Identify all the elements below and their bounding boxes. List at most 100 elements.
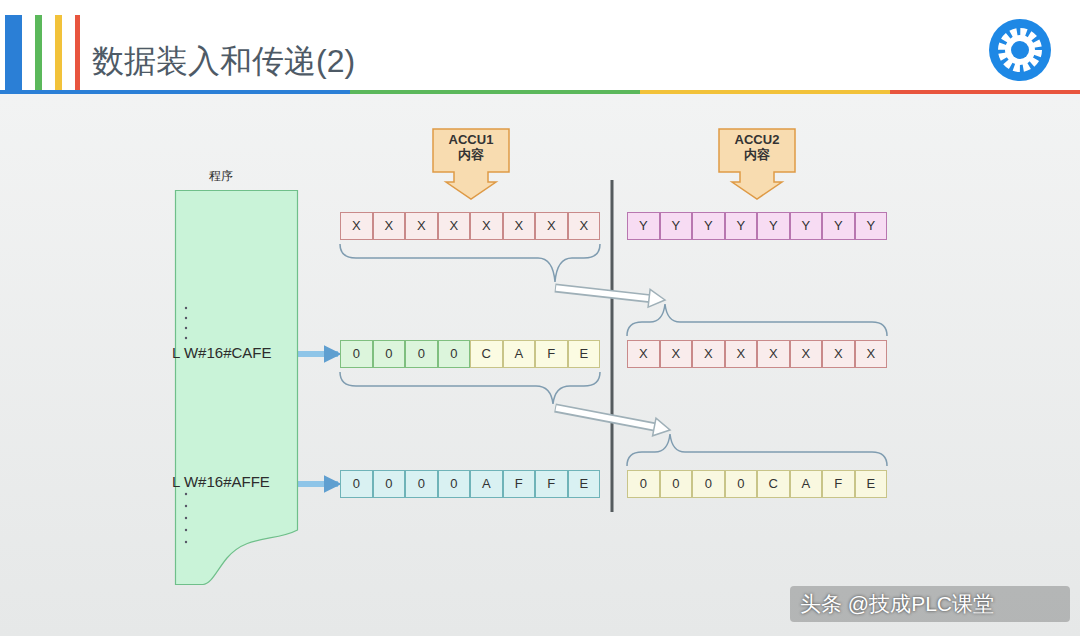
- cell-value: X: [536, 213, 567, 239]
- cell-value: X: [471, 213, 502, 239]
- cell-value: Y: [726, 213, 757, 239]
- cell-value: X: [856, 341, 887, 367]
- cell-value: X: [693, 341, 724, 367]
- register-cell: F: [503, 470, 536, 498]
- cell-value: X: [374, 213, 405, 239]
- register-cell: A: [790, 470, 823, 498]
- register-cell: F: [822, 470, 855, 498]
- register-cell: X: [503, 212, 536, 240]
- cell-value: A: [791, 471, 822, 497]
- register-cell: Y: [822, 212, 855, 240]
- register-cell: 0: [438, 340, 471, 368]
- header-bar: [75, 15, 80, 90]
- register-cell: E: [568, 340, 601, 368]
- cell-value: X: [758, 341, 789, 367]
- register-cell: X: [627, 340, 660, 368]
- cell-value: Y: [693, 213, 724, 239]
- register-cell: X: [725, 340, 758, 368]
- cell-value: F: [504, 471, 535, 497]
- register-cell: 0: [725, 470, 758, 498]
- register-cell: Y: [757, 212, 790, 240]
- accumulator-callout: ACCU2 内容: [718, 128, 796, 200]
- brace: [340, 244, 887, 466]
- register-cell: A: [503, 340, 536, 368]
- cell-value: F: [536, 471, 567, 497]
- instruction-text: L W#16#CAFE: [172, 344, 272, 361]
- cell-value: X: [569, 213, 600, 239]
- register-cell: X: [855, 340, 888, 368]
- program-block: 程序L W#16#CAFEL W#16#AFFE: [175, 190, 298, 585]
- cell-value: F: [536, 341, 567, 367]
- cell-value: 0: [661, 471, 692, 497]
- accumulator-callout: ACCU1 内容: [432, 128, 510, 200]
- cell-value: 0: [628, 471, 659, 497]
- cell-value: 0: [341, 471, 372, 497]
- load-arrow: [298, 351, 338, 357]
- callout-label: ACCU1 内容: [432, 128, 510, 163]
- watermark: 头条 @技成PLC课堂: [800, 590, 994, 618]
- register-cell: X: [438, 212, 471, 240]
- register-cell: 0: [340, 340, 373, 368]
- cell-value: Y: [823, 213, 854, 239]
- cell-value: 0: [341, 341, 372, 367]
- cell-value: Y: [856, 213, 887, 239]
- divider-line: [611, 180, 614, 512]
- cell-value: X: [628, 341, 659, 367]
- cell-value: 0: [406, 471, 437, 497]
- header-rule: [640, 90, 890, 94]
- cell-value: A: [504, 341, 535, 367]
- cell-value: A: [471, 471, 502, 497]
- register-cell: X: [340, 212, 373, 240]
- register-cell: A: [470, 470, 503, 498]
- header-rule: [890, 90, 1080, 94]
- register-cell: 0: [438, 470, 471, 498]
- register-cell: X: [822, 340, 855, 368]
- cell-value: E: [856, 471, 887, 497]
- register-cell: Y: [660, 212, 693, 240]
- program-heading: 程序: [209, 168, 233, 185]
- cell-value: X: [406, 213, 437, 239]
- register-cell: X: [535, 212, 568, 240]
- register-cell: F: [535, 470, 568, 498]
- register-cell: E: [568, 470, 601, 498]
- register-cell: 0: [692, 470, 725, 498]
- register-cell: 0: [660, 470, 693, 498]
- cell-value: Y: [661, 213, 692, 239]
- register-cell: C: [470, 340, 503, 368]
- cell-value: 0: [439, 471, 470, 497]
- cell-value: C: [471, 341, 502, 367]
- register-cell: Y: [692, 212, 725, 240]
- instruction-text: L W#16#AFFE: [172, 473, 270, 490]
- register-cell: X: [470, 212, 503, 240]
- slide-title: 数据装入和传递(2): [92, 40, 355, 84]
- header-rule: [350, 90, 640, 94]
- header-ground: [0, 0, 1080, 94]
- register-cell: C: [757, 470, 790, 498]
- register-cell: F: [535, 340, 568, 368]
- register-cell: E: [855, 470, 888, 498]
- register-cell: 0: [405, 470, 438, 498]
- cell-value: E: [569, 341, 600, 367]
- register-cell: 0: [373, 340, 406, 368]
- load-arrow: [298, 481, 338, 487]
- cell-value: 0: [374, 341, 405, 367]
- header-bar: [5, 15, 22, 90]
- cell-value: X: [504, 213, 535, 239]
- register-cell: Y: [855, 212, 888, 240]
- cell-value: Y: [791, 213, 822, 239]
- transfer-arrow: [555, 288, 670, 436]
- header-rule: [0, 90, 350, 94]
- cell-value: 0: [439, 341, 470, 367]
- program-shape: [175, 190, 298, 585]
- cell-value: C: [758, 471, 789, 497]
- cell-value: X: [439, 213, 470, 239]
- register-cell: Y: [790, 212, 823, 240]
- register-cell: X: [373, 212, 406, 240]
- cell-value: Y: [758, 213, 789, 239]
- cell-value: 0: [726, 471, 757, 497]
- register-cell: 0: [405, 340, 438, 368]
- register-cell: 0: [373, 470, 406, 498]
